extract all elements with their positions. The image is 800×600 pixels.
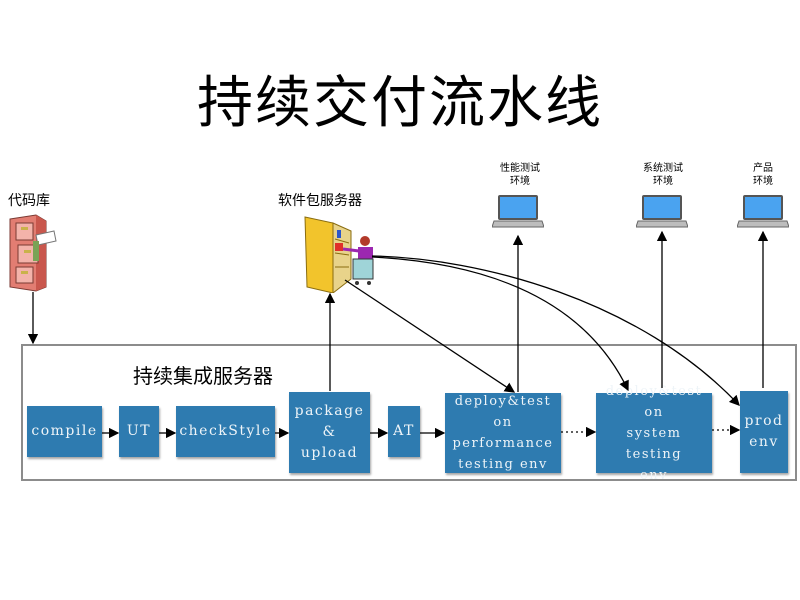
stage-package-upload[interactable]: package & upload [289, 392, 370, 473]
page-title: 持续交付流水线 [197, 71, 603, 136]
env-label-perf-line1: 性能测试 [500, 163, 540, 174]
filing-cabinet-icon [6, 213, 58, 293]
repo-label: 代码库 [8, 193, 50, 209]
env-label-perf-line2: 环境 [510, 176, 530, 187]
file-server-clerk-icon [303, 213, 378, 295]
stage-ut[interactable]: UT [119, 406, 159, 457]
stage-deploy-sys[interactable]: deploy&test on system testing env [596, 384, 712, 483]
laptop-icon [737, 195, 789, 228]
env-label-prod: 产品 环境 [733, 162, 793, 188]
env-label-prod-line2: 环境 [753, 176, 773, 187]
env-label-prod-line1: 产品 [753, 163, 773, 174]
stage-deploy-perf[interactable]: deploy&test on performance testing env [445, 393, 561, 473]
laptop-icon [636, 195, 688, 228]
ci-server-title: 持续集成服务器 [133, 364, 273, 388]
stage-prod-env[interactable]: prod env [740, 391, 788, 473]
stage-at[interactable]: AT [388, 406, 420, 457]
env-label-perf: 性能测试 环境 [490, 162, 550, 188]
laptop-icon [492, 195, 544, 228]
artifact-server-label: 软件包服务器 [278, 193, 362, 209]
stage-compile[interactable]: compile [27, 406, 102, 457]
env-label-sys-line1: 系统测试 [643, 163, 683, 174]
env-label-sys-line2: 环境 [653, 176, 673, 187]
env-label-sys: 系统测试 环境 [633, 162, 693, 188]
stage-checkstyle[interactable]: checkStyle [176, 406, 275, 457]
